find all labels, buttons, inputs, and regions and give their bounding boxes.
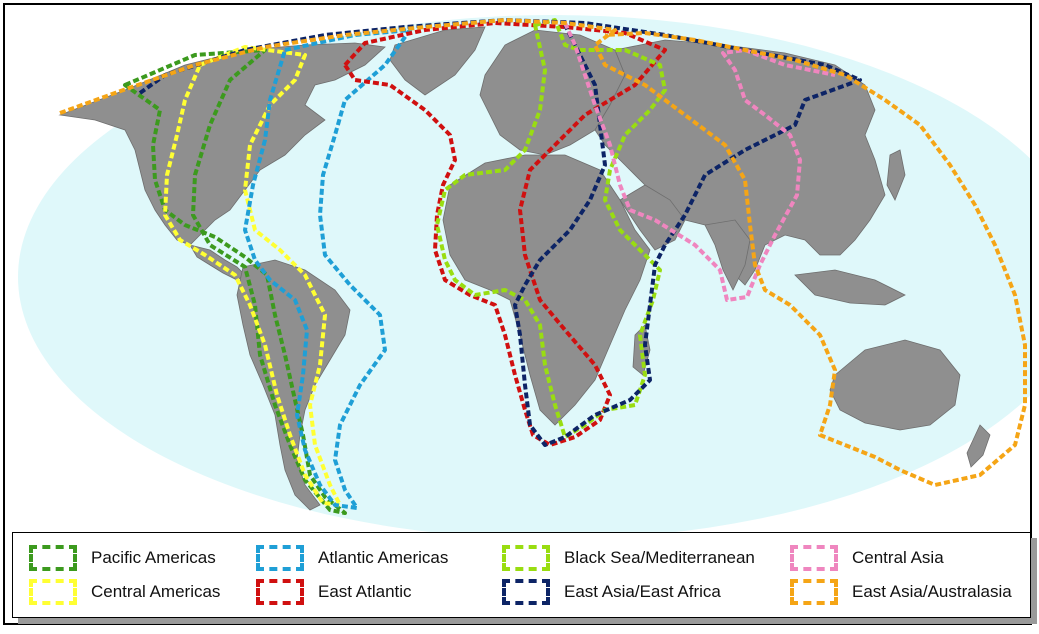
legend-item-central-americas: Central Americas [29,575,256,609]
legend-swatch-east-asia-east-africa [502,579,550,605]
legend-swatch-central-americas [29,579,77,605]
route-east-asia-australasia [59,18,1027,487]
legend-swatch-central-asia [790,545,838,571]
legend-label-east-asia-australasia: East Asia/Australasia [852,582,1012,601]
legend-label-atlantic-americas: Atlantic Americas [318,548,449,567]
land-africa [442,154,651,426]
route-central-americas [163,45,342,507]
legend-swatch-pacific-americas [29,545,77,571]
legend-label-central-asia: Central Asia [852,548,944,567]
world-map [18,15,1030,539]
legend-swatch-east-atlantic [256,579,304,605]
legend-item-black-sea-mediterranean: Black Sea/Mediterranean [502,541,790,575]
land-new-zealand [966,424,991,468]
legend-label-pacific-americas: Pacific Americas [91,548,216,567]
legend-label-black-sea-mediterranean: Black Sea/Mediterranean [564,548,755,567]
land-greenland [389,26,486,96]
map-frame [3,3,1032,625]
legend-label-central-americas: Central Americas [91,582,221,601]
route-east-atlantic [343,21,667,447]
legend-item-atlantic-americas: Atlantic Americas [256,541,502,575]
land-india [704,219,751,291]
legend-swatch-atlantic-americas [256,545,304,571]
legend-label-east-asia-east-africa: East Asia/East Africa [564,582,721,601]
route-central-asia [563,22,836,302]
land-se-asia-islands [794,269,906,306]
legend-item-east-atlantic: East Atlantic [256,575,502,609]
legend-item-central-asia: Central Asia [790,541,1030,575]
legend-label-east-atlantic: East Atlantic [318,582,412,601]
flyway-routes [59,18,1027,515]
legend-item-pacific-americas: Pacific Americas [29,541,256,575]
land-japan [886,149,906,201]
legend-swatch-east-asia-australasia [790,579,838,605]
route-atlantic-americas [243,28,412,510]
land-australia [829,339,961,431]
legend: Pacific Americas Atlantic Americas Black… [12,532,1031,618]
route-pacific-americas [123,48,347,515]
legend-item-east-asia-east-africa: East Asia/East Africa [502,575,790,609]
legend-swatch-black-sea-mediterranean [502,545,550,571]
legend-item-east-asia-australasia: East Asia/Australasia [790,575,1030,609]
route-east-asia-east-africa [138,18,862,447]
